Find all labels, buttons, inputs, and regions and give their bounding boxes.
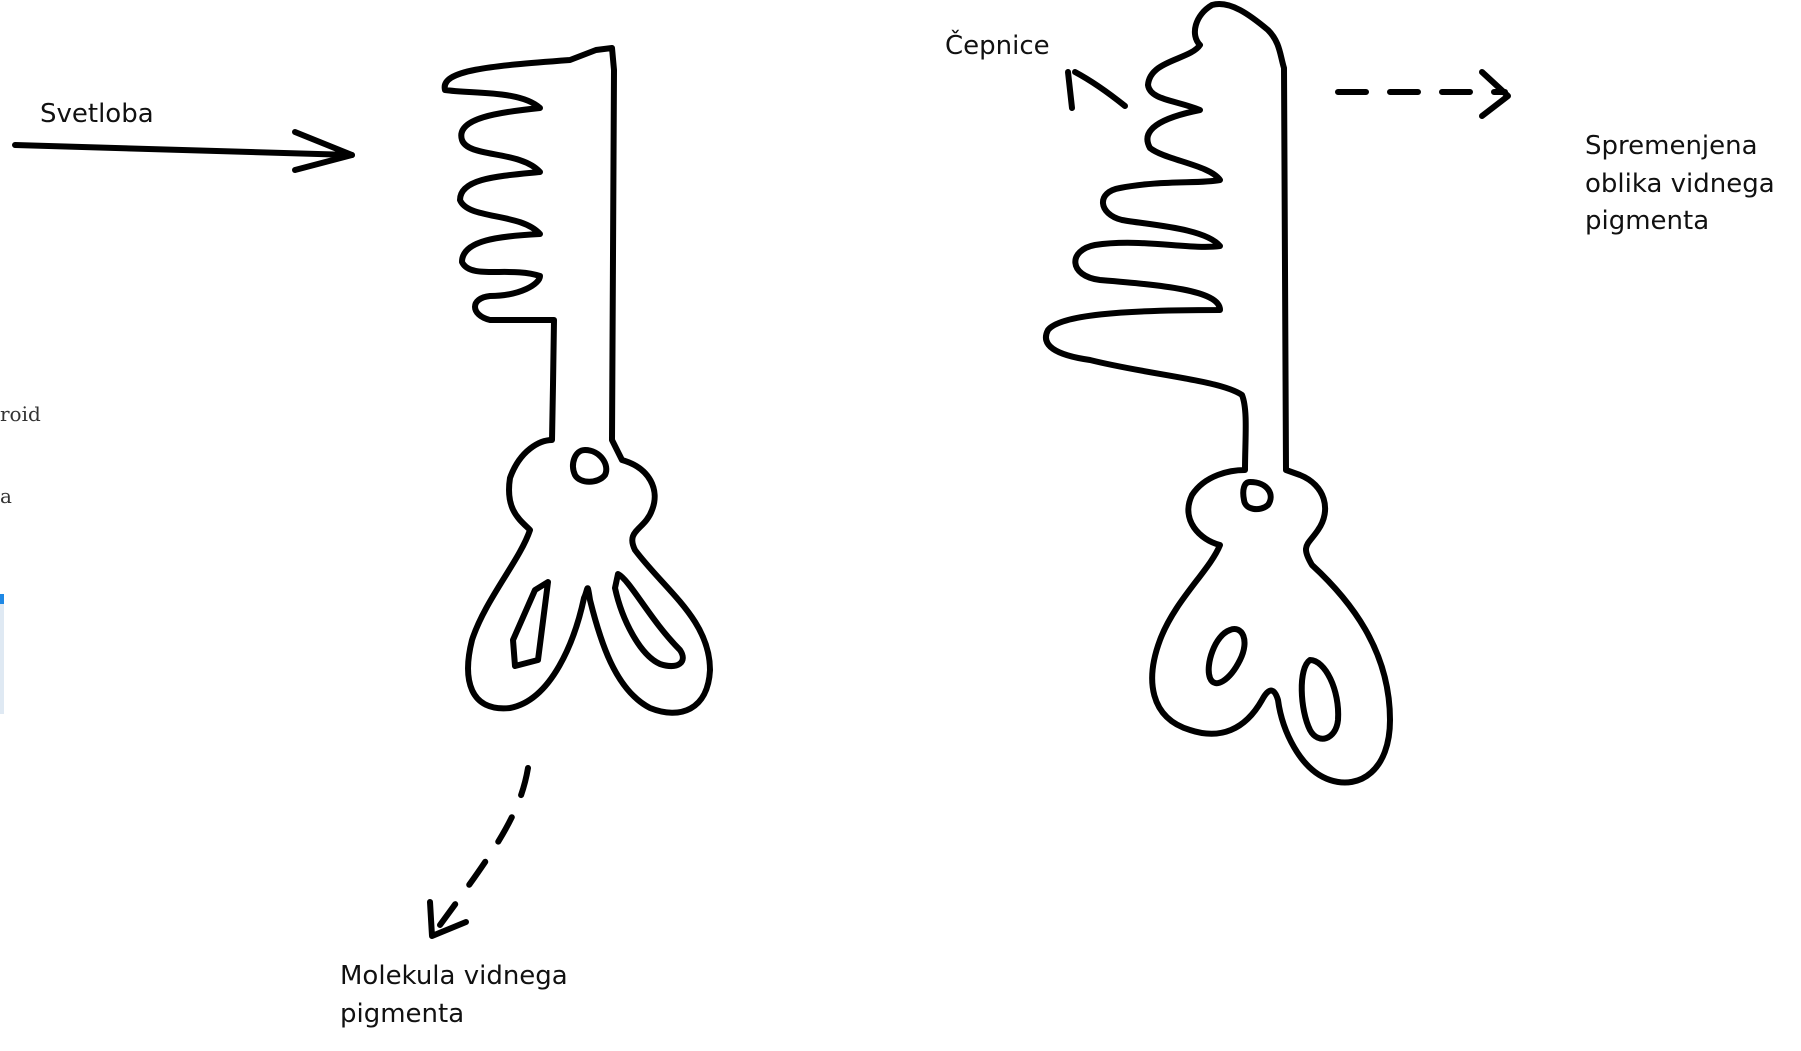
cones-arrow xyxy=(1065,69,1128,111)
light-label: Svetloba xyxy=(40,99,154,129)
changed-pigment-shape-label: Spremenjena oblika vidnega pigmenta xyxy=(1585,131,1775,237)
cropped-edge-text-1: roid xyxy=(0,402,41,426)
left-receptor-foot-right-inner xyxy=(612,571,686,670)
changed-shape-arrow xyxy=(1335,69,1511,119)
right-receptor-outline xyxy=(1043,1,1393,786)
cropped-edge-text-2: a xyxy=(0,484,12,508)
left-receptor-foot-left-inner xyxy=(510,579,551,669)
right-receptor-foot-left-inner xyxy=(1205,626,1248,687)
edge-accent-mark xyxy=(0,594,4,714)
cones-label: Čepnice xyxy=(945,31,1050,61)
light-arrow xyxy=(12,129,355,173)
right-receptor-foot-right-inner xyxy=(1298,657,1342,742)
left-receptor-outline xyxy=(441,45,713,716)
right-receptor-nucleus xyxy=(1240,479,1274,513)
pigment-molecule-arrow xyxy=(427,765,531,939)
left-receptor-nucleus xyxy=(570,447,610,485)
pigment-molecule-label: Molekula vidnega pigmenta xyxy=(340,961,568,1029)
